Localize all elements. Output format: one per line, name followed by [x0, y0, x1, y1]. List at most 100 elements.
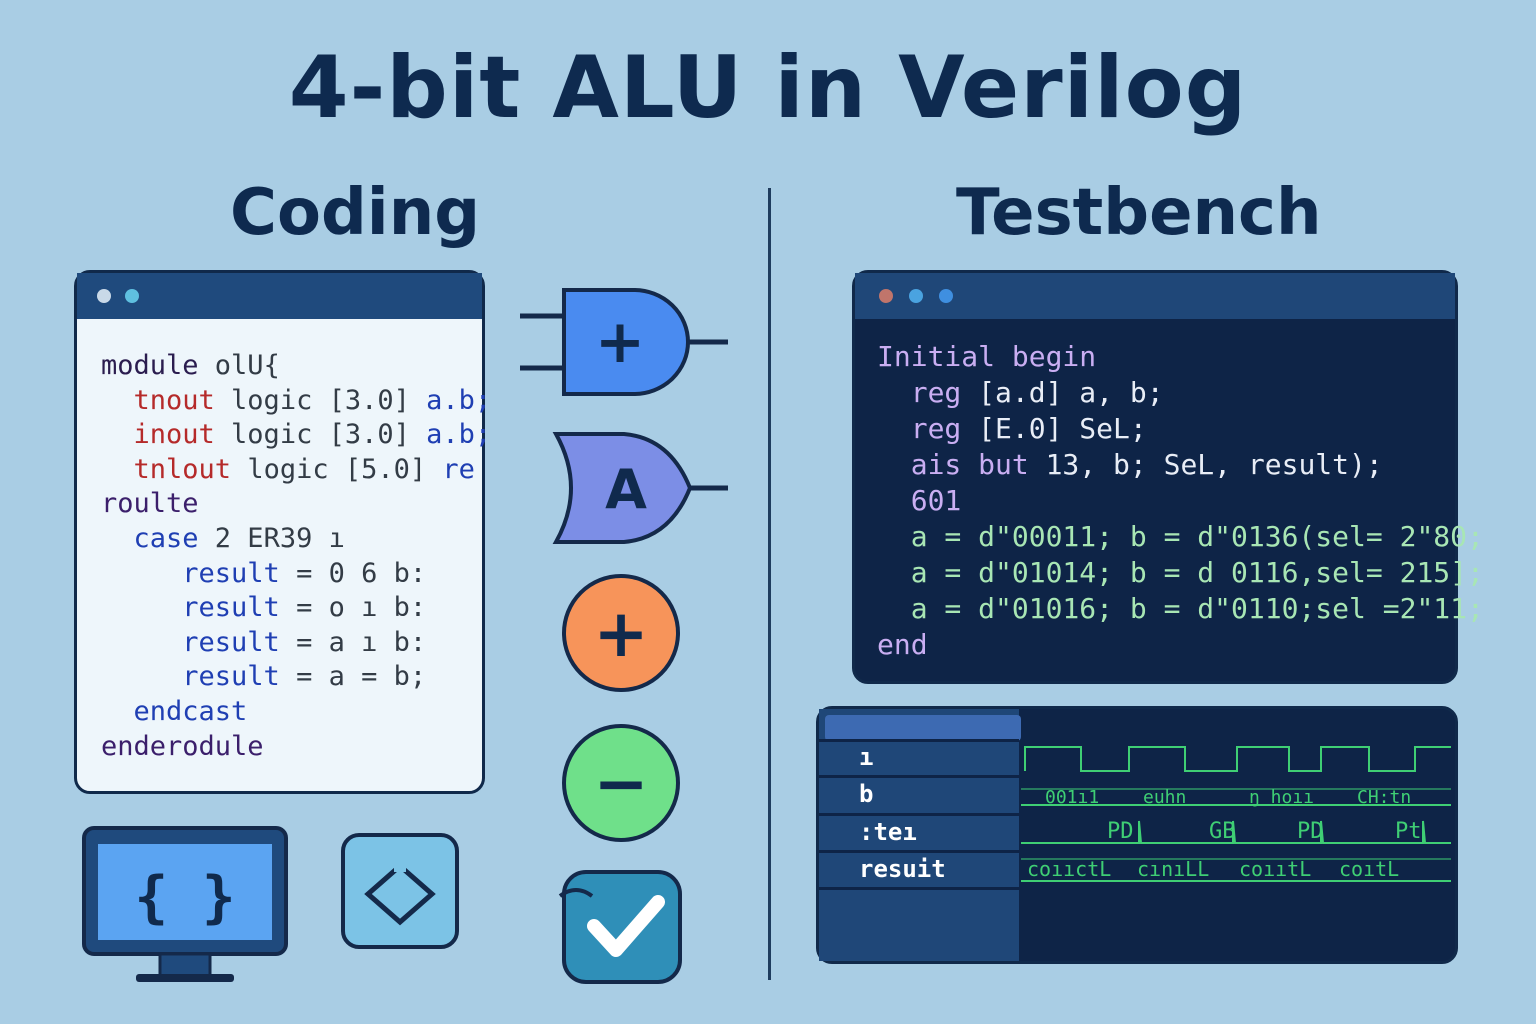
check-badge-icon: [558, 870, 682, 984]
coding-window: module olU{ tnout logic [3.0] a.b; inout…: [74, 270, 491, 794]
window-titlebar: [77, 273, 482, 319]
testbench-heading: Testbench: [956, 176, 1322, 250]
code-token: a.b;: [426, 419, 492, 451]
operator-symbol: −: [593, 744, 649, 822]
code-line: tnlout logic [5.0] re: [101, 453, 491, 488]
code-line: end: [877, 627, 1484, 663]
code-token: a = d"01016; b = d"0110;sel =2"11;: [877, 592, 1484, 625]
code-token: result: [101, 626, 297, 658]
code-token: reg: [877, 412, 979, 445]
subtract-operator-icon: −: [562, 724, 680, 842]
bus-value: 001ı1: [1045, 787, 1100, 808]
code-line: enderodule: [101, 730, 491, 765]
code-line: Initial begin: [877, 339, 1484, 375]
window-dot-icon: [125, 289, 139, 303]
code-token: result: [101, 661, 297, 693]
code-line: result = a ı b:: [101, 626, 491, 661]
signal-a-trace: [1024, 746, 1451, 772]
window-dot-icon: [939, 289, 953, 303]
code-line: module olU{: [101, 349, 491, 384]
code-token: tnout: [101, 384, 232, 416]
code-token: end: [877, 628, 928, 661]
code-token: 2 ER39 ı: [214, 522, 345, 554]
code-token: logic [3.0]: [231, 384, 427, 416]
code-line: endcast: [101, 695, 491, 730]
code-token: inout: [101, 419, 232, 451]
code-line: reg [a.d] a, b;: [877, 375, 1484, 411]
code-token: logic [3.0]: [231, 419, 427, 451]
code-line: inout logic [3.0] a.b;: [101, 418, 492, 453]
coding-code-block: module olU{ tnout logic [3.0] a.b; inout…: [101, 349, 491, 764]
testbench-window: Initial begin reg [a.d] a, b; reg [E.0] …: [852, 270, 1484, 684]
code-token: roulte: [101, 488, 199, 520]
code-line: 601: [877, 483, 1484, 519]
code-line: reg [E.0] SeL;: [877, 411, 1484, 447]
window-titlebar: [855, 273, 1455, 319]
code-token: a = d"01014; b = d 0116,sel= 215];: [877, 556, 1484, 589]
code-line: result = 0 6 b:: [101, 557, 491, 592]
signal-sel-trace: [1021, 820, 1451, 844]
code-token: a = d"00011; b = d"0136(sel= 2"80;: [877, 520, 1484, 553]
window-dot-icon: [879, 289, 893, 303]
code-token: olU{: [214, 350, 280, 381]
code-token: tnlout: [101, 453, 248, 485]
bus-value: cınıLL: [1137, 857, 1210, 881]
signal-label: b: [859, 780, 874, 808]
code-token: logic [5.0]: [247, 453, 443, 485]
code-token: 601: [877, 484, 962, 517]
gate-symbol: +: [595, 307, 645, 377]
code-token: result: [101, 592, 297, 624]
page-title: 4-bit ALU in Verilog: [288, 38, 1248, 138]
code-line: a = d"01016; b = d"0110;sel =2"11;: [877, 591, 1484, 627]
bus-value: CH:tn: [1357, 787, 1412, 808]
code-line: ais but 13, b; SeL, result);: [877, 447, 1484, 483]
bus-value: PD: [1297, 819, 1324, 844]
section-divider: [768, 188, 771, 980]
code-token: re: [442, 453, 475, 485]
code-line: a = d"00011; b = d"0136(sel= 2"80;: [877, 519, 1484, 555]
signal-label: :teı: [859, 818, 917, 846]
testbench-code-block: Initial begin reg [a.d] a, b; reg [E.0] …: [877, 339, 1484, 663]
waveform-header: [825, 715, 1021, 741]
code-token: = a ı b:: [296, 626, 427, 658]
and-gate-plus-icon: +: [520, 288, 728, 396]
code-token: result: [101, 557, 297, 589]
code-token: 13, b; SeL, result);: [1045, 448, 1383, 481]
code-line: roulte: [101, 487, 491, 522]
code-line: a = d"01014; b = d 0116,sel= 215];: [877, 555, 1484, 591]
code-token: a.b;: [426, 384, 492, 416]
braces-glyph: { }: [134, 865, 235, 930]
add-operator-icon: +: [562, 574, 680, 692]
code-line: tnout logic [3.0] a.b;: [101, 384, 492, 419]
bus-value: coııtL: [1239, 857, 1312, 881]
bus-value: Pt: [1395, 819, 1422, 844]
window-dot-icon: [97, 289, 111, 303]
code-token: = 0 6 b:: [296, 557, 427, 589]
code-token: [a.d] a, b;: [978, 376, 1164, 409]
code-line: result = a = b;: [101, 660, 491, 695]
signal-labels: ı b :teı resuit: [819, 709, 1021, 961]
code-token: ais but: [877, 448, 1046, 481]
code-line: result = o ı b:: [101, 591, 491, 626]
signal-label: resuit: [859, 855, 946, 883]
bus-value: PD: [1107, 819, 1134, 844]
gate-symbol: A: [605, 458, 647, 521]
code-token: endcast: [101, 695, 248, 727]
code-token: module: [101, 350, 215, 381]
bus-value: GB: [1209, 819, 1236, 844]
window-dot-icon: [909, 289, 923, 303]
code-token: enderodule: [101, 730, 264, 762]
code-token: case: [101, 522, 215, 554]
code-token: reg: [877, 376, 979, 409]
coding-heading: Coding: [230, 176, 481, 250]
code-token: [E.0] SeL;: [978, 412, 1147, 445]
waveform-panel: ı b :teı resuit 001ı1 euhn ŋ hoıı CH:tn …: [816, 706, 1458, 964]
code-token: = a = b;: [296, 661, 427, 693]
bus-value: ŋ hoıı: [1249, 787, 1315, 808]
code-line: case 2 ER39 ı: [101, 522, 491, 557]
bus-value: coıtL: [1339, 857, 1400, 881]
bus-value: euhn: [1143, 787, 1187, 808]
operator-symbol: +: [593, 594, 649, 672]
code-token: = o ı b:: [296, 592, 427, 624]
signal-label: ı: [859, 743, 874, 771]
